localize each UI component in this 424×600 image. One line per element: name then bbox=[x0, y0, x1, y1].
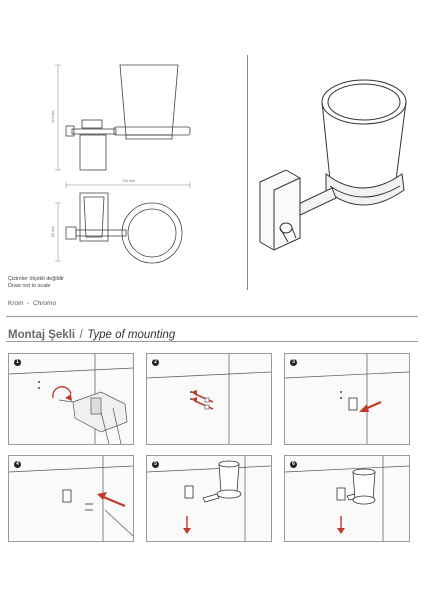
dimension-height: 110 mm bbox=[51, 111, 55, 123]
step-illustration-6 bbox=[285, 456, 409, 541]
step-panel-1: 1 bbox=[8, 353, 134, 445]
dimension-depth: 80 mm bbox=[51, 226, 55, 237]
step-badge-4: 4 bbox=[14, 461, 21, 468]
vertical-divider bbox=[247, 55, 248, 290]
step-badge-2: 2 bbox=[152, 359, 159, 366]
step-panel-5: 5 bbox=[146, 455, 272, 542]
step-badge-3: 3 bbox=[290, 359, 297, 366]
step-panel-6: 6 bbox=[284, 455, 410, 542]
step-illustration-1 bbox=[9, 354, 133, 444]
mounting-title-tr: Montaj Şekli bbox=[8, 329, 76, 341]
finish-label: Krom - Chromo bbox=[8, 300, 56, 307]
finish-name-tr: Krom bbox=[8, 300, 24, 307]
step-panel-4: 4 bbox=[8, 455, 134, 542]
step-panel-3: 3 bbox=[284, 353, 410, 445]
step-illustration-4 bbox=[9, 456, 133, 541]
step-badge-1: 1 bbox=[14, 359, 21, 366]
step-badge-5: 5 bbox=[152, 461, 159, 468]
technical-drawing: 110 mm 124 mm 80 mm bbox=[51, 64, 191, 264]
mounting-title-slash: / bbox=[79, 329, 83, 341]
step-badge-6: 6 bbox=[290, 461, 297, 468]
not-to-scale-note-en: Draw not to scale bbox=[8, 283, 51, 289]
not-to-scale-note-tr: Çizimler ölçekli değildir bbox=[8, 276, 64, 282]
dimension-width: 124 mm bbox=[122, 179, 135, 183]
finish-separator: - bbox=[27, 300, 30, 307]
step-panel-2: 2 bbox=[146, 353, 272, 445]
mounting-title: Montaj Şekli / Type of mounting bbox=[8, 325, 175, 343]
section-rule-bottom bbox=[6, 341, 418, 342]
top-view bbox=[65, 192, 183, 264]
mounting-title-en: Type of mounting bbox=[87, 329, 176, 341]
step-illustration-2 bbox=[147, 354, 271, 444]
section-rule-top bbox=[6, 316, 418, 317]
front-view bbox=[65, 64, 191, 171]
step-illustration-5 bbox=[147, 456, 271, 541]
product-perspective-illustration bbox=[259, 79, 407, 251]
step-illustration-3 bbox=[285, 354, 409, 444]
finish-name-en: Chromo bbox=[32, 300, 57, 307]
